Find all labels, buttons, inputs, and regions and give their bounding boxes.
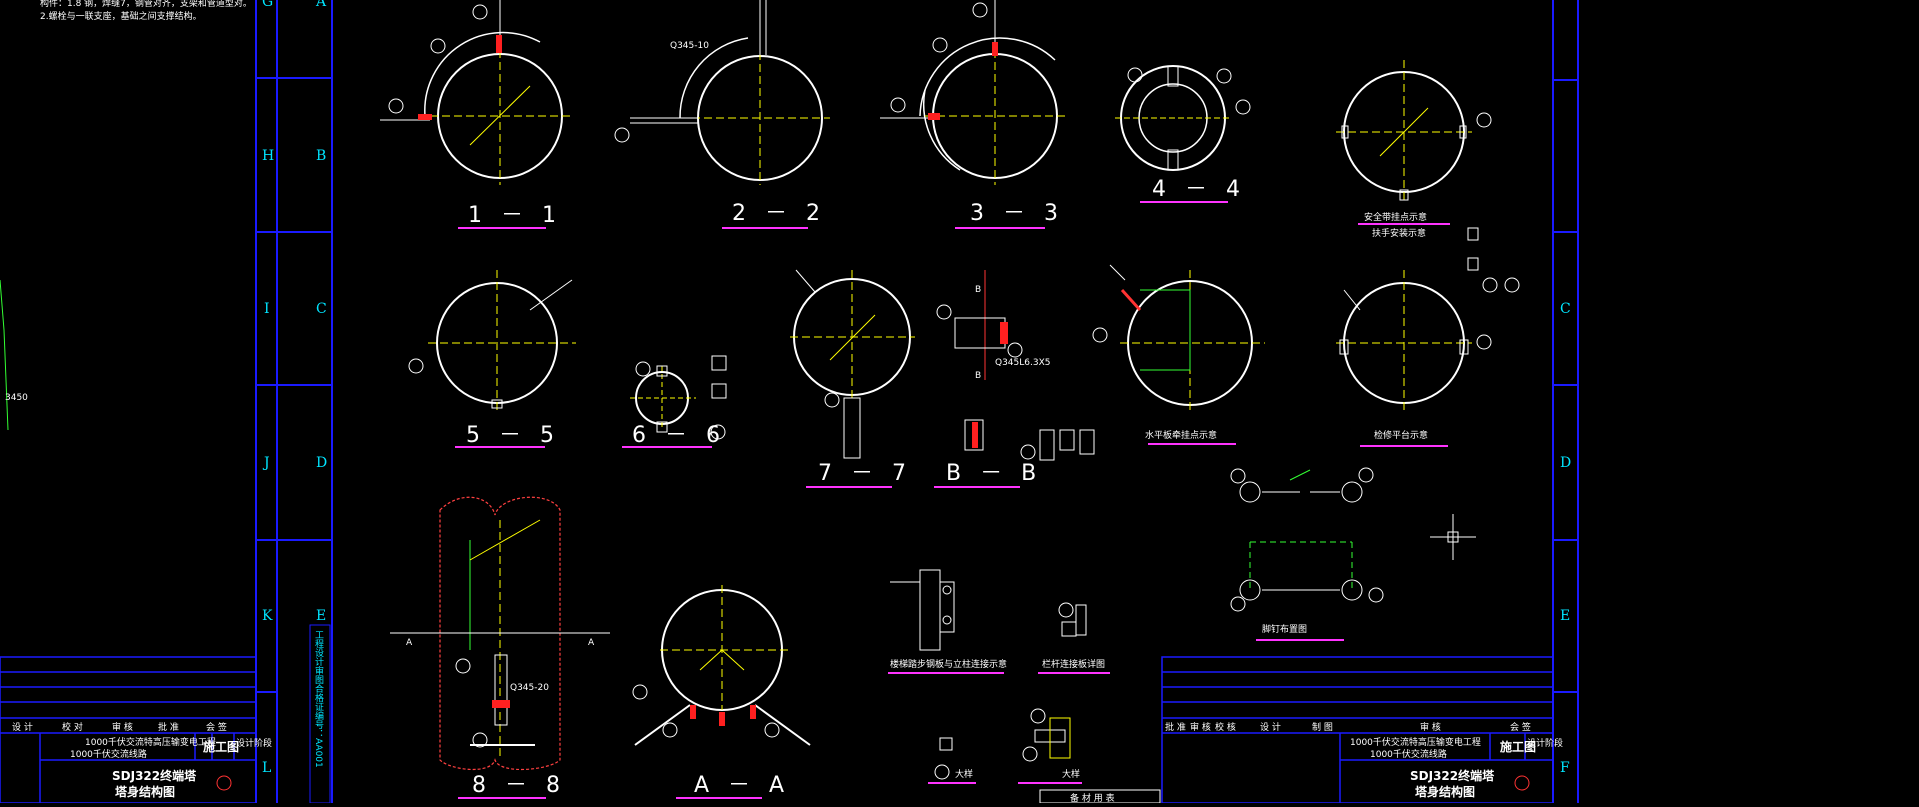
section-6-6[interactable]: 6 － 6 (622, 355, 727, 448)
grid-col-label: D (1560, 455, 1571, 471)
svg-text:2 － 2: 2 － 2 (732, 201, 826, 226)
detail-rail[interactable]: 栏杆连接板详图 (1038, 602, 1110, 674)
grid-row-label: G (262, 0, 273, 10)
svg-text:会 签: 会 签 (206, 721, 227, 733)
grid-col-label: B (316, 148, 326, 164)
svg-text:Q345-20: Q345-20 (510, 683, 549, 693)
drawing-frame (255, 0, 1579, 803)
svg-text:8 － 8: 8 － 8 (472, 773, 566, 798)
crosshair-cursor-icon (1430, 514, 1476, 560)
grid-col-label: F (1560, 760, 1570, 776)
svg-text:Q345L6.3X5: Q345L6.3X5 (995, 358, 1050, 368)
subproject-name: 1000千伏交流线路 (70, 748, 147, 760)
note-fragment: 3450 (5, 393, 28, 403)
svg-text:A: A (588, 638, 595, 648)
grid-row-label: J (262, 455, 270, 471)
svg-text:审 核: 审 核 (1420, 721, 1441, 733)
svg-text:批 准: 批 准 (158, 721, 179, 733)
svg-text:扶手安装示意: 扶手安装示意 (1372, 227, 1426, 239)
section-A-A[interactable]: A － A (632, 585, 811, 799)
svg-text:校 对: 校 对 (62, 721, 83, 733)
grid-col-label: C (1560, 301, 1571, 317)
section-4-4[interactable]: 4 － 4 (1115, 65, 1251, 203)
svg-text:设计阶段: 设计阶段 (236, 737, 272, 749)
title-block-right (1161, 656, 1554, 804)
svg-text:检修平台示意: 检修平台示意 (1374, 429, 1428, 441)
section-7-7[interactable]: 7 － 7 (790, 269, 915, 488)
svg-text:批 准: 批 准 (1165, 721, 1186, 733)
title-block-left-text: 设 计 校 对 审 核 批 准 会 签 1000千伏交流特高压输变电工程 100… (12, 721, 272, 799)
detail-footing-layout[interactable]: 脚钉布置图 (1230, 467, 1384, 641)
note-line: 构件：1.8 钢，焊缝7，钢管对齐，支架和管道型对。 (40, 0, 252, 9)
grid-row-label: H (262, 148, 274, 164)
svg-text:楼梯踏步钢板与立柱连接示意: 楼梯踏步钢板与立柱连接示意 (890, 658, 1007, 670)
svg-text:设计阶段: 设计阶段 (1527, 737, 1563, 749)
grid-row-label: I (264, 301, 270, 317)
svg-text:3 － 3: 3 － 3 (970, 201, 1064, 226)
svg-text:塔身结构图: 塔身结构图 (1415, 784, 1475, 799)
drawing-number: SDJ322终端塔 (112, 768, 197, 783)
section-3-3[interactable]: 3 － 3 (880, 0, 1065, 229)
svg-text:B: B (975, 371, 981, 381)
svg-text:1000千伏交流线路: 1000千伏交流线路 (1370, 748, 1447, 760)
svg-text:安全带挂点示意: 安全带挂点示意 (1364, 211, 1427, 223)
svg-text:B: B (975, 285, 981, 295)
bottom-table-title: 备 材 用 表 (1070, 792, 1115, 803)
svg-text:审 核: 审 核 (1190, 721, 1211, 733)
drawing-name: 塔身结构图 (115, 784, 175, 799)
section-2-2[interactable]: Q345-10 2 － 2 (614, 0, 830, 229)
svg-text:水平板牵挂点示意: 水平板牵挂点示意 (1145, 429, 1217, 441)
svg-text:A － A: A － A (694, 773, 790, 798)
project-name: 1000千伏交流特高压输变电工程 (85, 736, 216, 748)
svg-text:施工图: 施工图 (1500, 739, 1536, 754)
svg-text:4 － 4: 4 － 4 (1152, 177, 1246, 202)
svg-text:脚钉布置图: 脚钉布置图 (1262, 623, 1307, 635)
grid-col-label: D (316, 455, 327, 471)
svg-text:大样: 大样 (955, 768, 973, 780)
svg-text:A: A (406, 638, 413, 648)
section-platform[interactable]: 检修平台示意 (1336, 227, 1520, 447)
grid-labels: G H I J K L A B C D E C D E F (262, 0, 1571, 776)
grid-col-label: E (1560, 608, 1570, 624)
svg-text:大样: 大样 (1062, 768, 1080, 780)
grid-row-label: L (262, 760, 271, 776)
approval-strip-text: 工程设计审图合格证编号：AA001 (313, 630, 324, 768)
section-8-8[interactable]: A A Q345-20 8 － 8 (390, 496, 610, 799)
svg-text:审 核: 审 核 (112, 721, 133, 733)
svg-text:5 － 5: 5 － 5 (466, 423, 560, 448)
svg-text:1 － 1: 1 － 1 (468, 203, 562, 228)
svg-text:设 计: 设 计 (1260, 721, 1281, 733)
svg-text:设 计: 设 计 (12, 721, 33, 733)
detail-big[interactable]: 大样 大样 (928, 708, 1082, 784)
partial-member-line (0, 279, 9, 431)
detail-stair-anchor[interactable]: 楼梯踏步钢板与立柱连接示意 (888, 569, 1007, 674)
note-line: 2.螺栓与一联支座，基础之间支撑结构。 (40, 10, 202, 22)
section-5-5[interactable]: 5 － 5 (408, 270, 576, 448)
svg-text:校 核: 校 核 (1215, 721, 1236, 733)
svg-text:1000千伏交流特高压输变电工程: 1000千伏交流特高压输变电工程 (1350, 736, 1481, 748)
section-B-B[interactable]: B B Q345L6.3X5 B － B (934, 270, 1095, 488)
grid-col-label: C (316, 301, 327, 317)
svg-text:6 － 6: 6 － 6 (632, 423, 726, 448)
svg-text:Q345-10: Q345-10 (670, 41, 709, 51)
section-1-1[interactable]: 1 － 1 (380, 0, 570, 229)
grid-col-label: E (316, 608, 326, 624)
svg-text:7 － 7: 7 － 7 (818, 461, 912, 486)
svg-text:栏杆连接板详图: 栏杆连接板详图 (1042, 658, 1105, 670)
section-horizontal-hanger[interactable]: 水平板牵挂点示意 (1092, 264, 1265, 445)
svg-text:制 图: 制 图 (1312, 721, 1333, 733)
title-block-right-text: 批 准 审 核 校 核 设 计 制 图 审 核 会 签 1000千伏交流特高压输… (1165, 721, 1563, 799)
svg-text:SDJ322终端塔: SDJ322终端塔 (1410, 768, 1495, 783)
section-safety-anchor[interactable]: 安全带挂点示意 扶手安装示意 (1336, 60, 1492, 239)
stage: 施工图 (203, 739, 239, 754)
grid-col-label: A (315, 0, 327, 10)
grid-row-label: K (262, 608, 273, 624)
svg-text:会 签: 会 签 (1510, 721, 1531, 733)
svg-text:B － B: B － B (946, 461, 1042, 486)
